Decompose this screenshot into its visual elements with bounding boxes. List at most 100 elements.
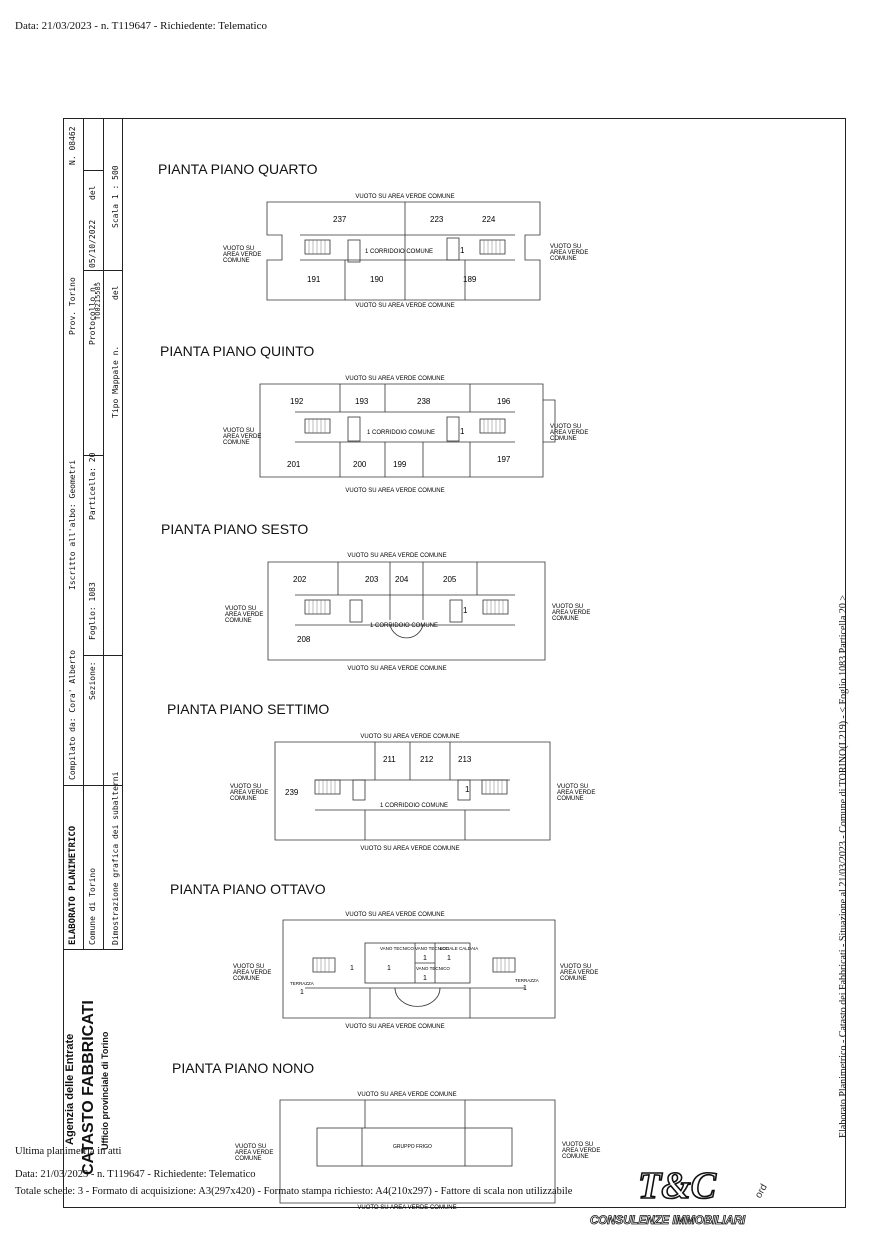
svg-text:COMUNE: COMUNE [557, 796, 584, 802]
plan-title-settimo: PIANTA PIANO SETTIMO [167, 701, 330, 717]
logo-subtitle: CONSULENZE IMMOBILIARI [590, 1215, 746, 1227]
unit-label: 213 [458, 755, 472, 764]
svg-text:AREA VERDE: AREA VERDE [560, 970, 598, 976]
unit-label: 197 [497, 455, 511, 464]
footer-line-3: Totale schede: 3 - Formato di acquisizio… [15, 1186, 573, 1197]
svg-text:VUOTO SU AREA VERDE COMUNE: VUOTO SU AREA VERDE COMUNE [347, 666, 446, 672]
cartiglio-foglio: Foglio: 1083 [88, 582, 97, 640]
header-text: Data: 21/03/2023 - n. T119647 - Richiede… [15, 20, 267, 32]
plan-title-nono: PIANTA PIANO NONO [172, 1060, 315, 1076]
floor-plan-settimo: VUOTO SU AREA VERDE COMUNE VUOTO SU AREA… [220, 730, 610, 855]
svg-text:AREA VERDE: AREA VERDE [223, 434, 261, 440]
cartiglio-del-label: del [88, 185, 97, 200]
cartiglio-dimostrazione: Dimostrazione grafica dei subalterni [111, 771, 120, 945]
svg-text:1 CORRIDOIO COMUNE: 1 CORRIDOIO COMUNE [367, 430, 435, 436]
plan-left-label-1: VUOTO SU [223, 246, 254, 252]
svg-text:1 CORRIDOIO COMUNE: 1 CORRIDOIO COMUNE [380, 803, 448, 809]
svg-text:AREA VERDE: AREA VERDE [235, 1150, 273, 1156]
unit-label: 1 [350, 965, 354, 972]
svg-text:AREA VERDE: AREA VERDE [230, 790, 268, 796]
logo-extra: ord [753, 1182, 770, 1200]
svg-text:VUOTO SU: VUOTO SU [235, 1144, 266, 1150]
footer-line-2: Data: 21/03/2023 - n. T119647 - Richiede… [15, 1169, 256, 1180]
svg-text:AREA VERDE: AREA VERDE [225, 612, 263, 618]
tc-logo: T&C CONSULENZE IMMOBILIARI ord [590, 1158, 780, 1230]
unit-label: 212 [420, 755, 434, 764]
svg-text:VUOTO SU: VUOTO SU [233, 964, 264, 970]
cartiglio-protocollo-num: TO0215585 [94, 282, 102, 320]
floor-plan-sesto: VUOTO SU AREA VERDE COMUNE VUOTO SU AREA… [215, 550, 605, 675]
unit-label: 1 [523, 985, 527, 992]
cartiglio-compilato: Compilato da: Cora' Alberto [68, 649, 77, 780]
svg-text:VUOTO SU AREA VERDE COMUNE: VUOTO SU AREA VERDE COMUNE [345, 488, 444, 494]
room-label: VANO TECNICO [380, 946, 414, 951]
unit-label: 204 [395, 575, 409, 584]
unit-label: 192 [290, 397, 304, 406]
unit-label: 1 [465, 785, 470, 794]
footer-line-1: Ultima planimetria in atti [15, 1146, 122, 1157]
cartiglio-tipo-mappale: Tipo Mappale n. [111, 345, 120, 418]
svg-text:AREA VERDE: AREA VERDE [223, 252, 261, 258]
cartiglio-numero: N. 08462 [68, 126, 77, 165]
svg-text:VUOTO SU AREA VERDE COMUNE: VUOTO SU AREA VERDE COMUNE [345, 376, 444, 382]
svg-text:COMUNE: COMUNE [562, 1154, 589, 1160]
svg-text:VUOTO SU AREA VERDE COMUNE: VUOTO SU AREA VERDE COMUNE [345, 912, 444, 918]
room-label: VANO TECNICO [416, 966, 450, 971]
unit-label: 1 [460, 246, 465, 255]
unit-label: 201 [287, 460, 301, 469]
svg-text:COMUNE: COMUNE [552, 616, 579, 622]
unit-label: 239 [285, 788, 299, 797]
floor-plan-quinto: VUOTO SU AREA VERDE COMUNE VUOTO SU AREA… [215, 372, 605, 497]
plan-bottom-label: VUOTO SU AREA VERDE COMUNE [355, 303, 454, 309]
svg-text:AREA VERDE: AREA VERDE [562, 1148, 600, 1154]
unit-label: 1 [460, 427, 465, 436]
agency-ufficio: Ufficio provinciale di Torino [100, 1031, 110, 1150]
cartiglio-del2: del [111, 285, 120, 300]
svg-text:COMUNE: COMUNE [225, 618, 252, 624]
plan-title-ottavo: PIANTA PIANO OTTAVO [170, 881, 326, 897]
svg-text:AREA VERDE: AREA VERDE [552, 610, 590, 616]
unit-label: 224 [482, 215, 496, 224]
unit-label: 196 [497, 397, 511, 406]
unit-label: 1 [423, 955, 427, 962]
unit-label: 190 [370, 275, 384, 284]
cartiglio-box [63, 118, 123, 950]
unit-label: 200 [353, 460, 367, 469]
room-label: GRUPPO FRIGO [393, 1144, 432, 1150]
plan-title-sesto: PIANTA PIANO SESTO [161, 521, 309, 537]
svg-text:1 CORRIDOIO COMUNE: 1 CORRIDOIO COMUNE [370, 623, 438, 629]
plan-title-quinto: PIANTA PIANO QUINTO [160, 343, 315, 359]
cartiglio-scala: Scala 1 : 500 [111, 165, 120, 228]
svg-text:AREA VERDE: AREA VERDE [550, 430, 588, 436]
svg-text:VUOTO SU: VUOTO SU [225, 606, 256, 612]
svg-text:COMUNE: COMUNE [223, 440, 250, 446]
svg-text:COMUNE: COMUNE [560, 976, 587, 982]
svg-text:AREA VERDE: AREA VERDE [233, 970, 271, 976]
unit-label: 205 [443, 575, 457, 584]
unit-label: 193 [355, 397, 369, 406]
unit-label: 1 [423, 975, 427, 982]
svg-text:VUOTO SU AREA VERDE COMUNE: VUOTO SU AREA VERDE COMUNE [360, 846, 459, 852]
cartiglio-particella: Particella: 20 [88, 452, 97, 520]
unit-label: 208 [297, 635, 311, 644]
floor-plan-quarto: VUOTO SU AREA VERDE COMUNE VUOTO SU AREA… [215, 190, 605, 310]
unit-label: 1 [300, 989, 304, 996]
svg-text:VUOTO SU: VUOTO SU [560, 964, 591, 970]
room-label: TERRAZZA [290, 981, 314, 986]
unit-label: 1 [463, 606, 468, 615]
unit-label: 1 [387, 965, 391, 972]
svg-text:COMUNE: COMUNE [550, 436, 577, 442]
floor-plan-ottavo: VUOTO SU AREA VERDE COMUNE VUOTO SU AREA… [225, 908, 615, 1033]
svg-text:VUOTO SU AREA VERDE COMUNE: VUOTO SU AREA VERDE COMUNE [347, 553, 446, 559]
unit-label: 1 [447, 955, 451, 962]
cartiglio-del: 05/10/2022 [88, 219, 97, 268]
svg-text:COMUNE: COMUNE [223, 258, 250, 264]
unit-label: 199 [393, 460, 407, 469]
unit-label: 211 [383, 755, 396, 764]
unit-label: 237 [333, 215, 347, 224]
svg-text:COMUNE: COMUNE [550, 256, 577, 262]
plan-top-label: VUOTO SU AREA VERDE COMUNE [355, 194, 454, 200]
svg-text:AREA VERDE: AREA VERDE [557, 790, 595, 796]
floor-plan-nono: VUOTO SU AREA VERDE COMUNE VUOTO SU AREA… [225, 1088, 615, 1213]
svg-text:VUOTO SU: VUOTO SU [230, 784, 261, 790]
